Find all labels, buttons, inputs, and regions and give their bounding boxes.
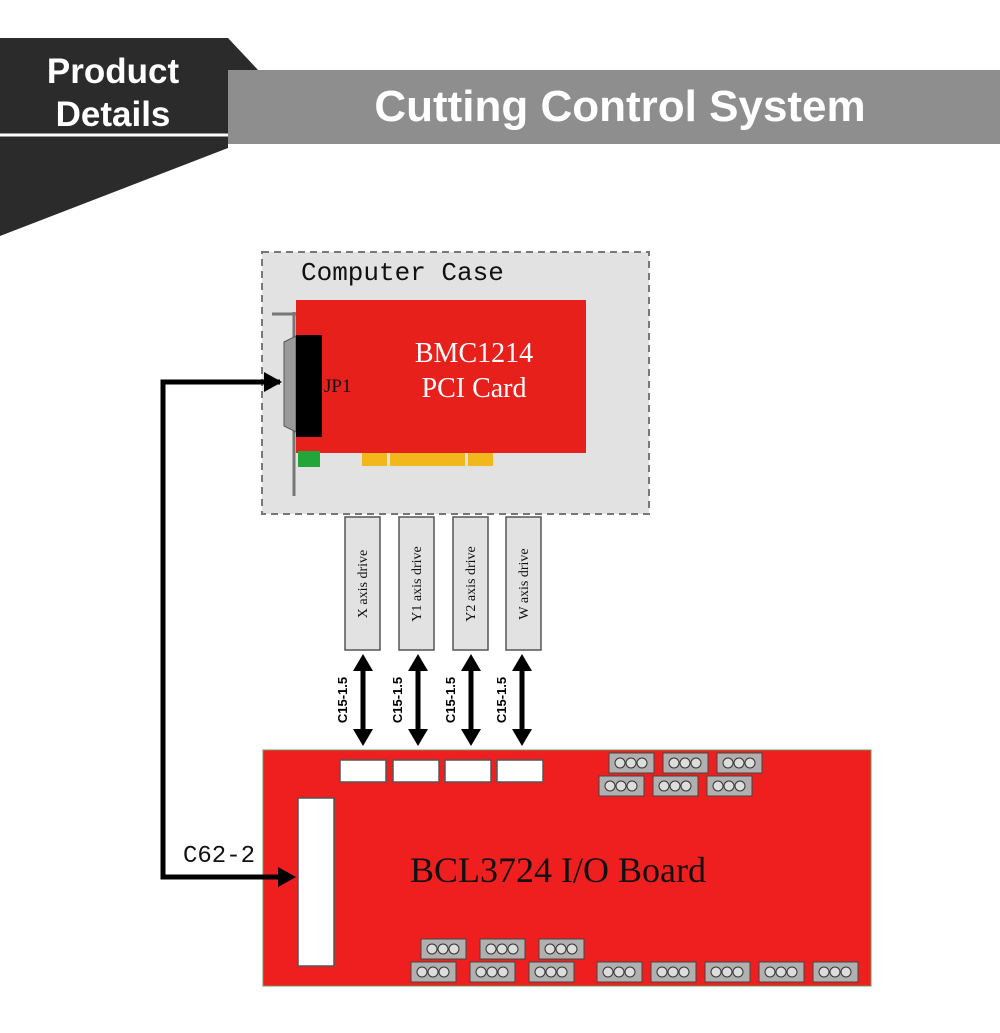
computer-case: Computer Case JP1 BMC1214 PCI Card	[261, 251, 650, 515]
cable-x: C15-1.5	[335, 654, 373, 746]
drive-socket	[392, 759, 440, 783]
terminal-block	[596, 961, 643, 983]
drive-label: W axis drive	[517, 548, 532, 619]
main-cable: C62-2	[160, 372, 296, 887]
title-banner	[228, 70, 1000, 144]
axis-drive-x: X axis drive	[344, 516, 381, 651]
arrow-right-icon	[278, 867, 296, 887]
cable-label: C15-1.5	[494, 677, 509, 723]
arrow-up-icon	[408, 654, 428, 671]
cable-label: C15-1.5	[390, 677, 405, 723]
arrow-down-icon	[512, 729, 532, 746]
header: Cutting Control System Product Details	[0, 38, 1000, 236]
db-connector-shell	[283, 335, 297, 433]
terminal-block	[662, 752, 709, 774]
drive-label: Y1 axis drive	[410, 546, 425, 621]
terminal-block	[650, 961, 697, 983]
terminal-block	[758, 961, 805, 983]
arrow-up-icon	[353, 654, 373, 671]
terminal-block	[608, 752, 655, 774]
cable-w: C15-1.5	[494, 654, 532, 746]
io-board-connector	[297, 797, 335, 967]
cable-label: C15-1.5	[443, 677, 458, 723]
edge-contacts	[468, 453, 493, 466]
pci-card-type: PCI Card	[422, 373, 527, 404]
badge-line-1: Product	[47, 52, 180, 91]
drive-socket	[339, 759, 387, 783]
drive-cables: C15-1.5 C15-1.5 C15-1.5 C15-1.5	[335, 654, 532, 746]
terminal-block	[410, 961, 457, 983]
drive-label: Y2 axis drive	[464, 546, 479, 621]
terminal-block	[704, 961, 751, 983]
pci-card-name: BMC1214	[415, 338, 533, 369]
drive-box	[344, 516, 381, 651]
cable-y2: C15-1.5	[443, 654, 481, 746]
arrow-up-icon	[461, 654, 481, 671]
drive-box	[505, 516, 542, 651]
terminal-block	[716, 752, 763, 774]
drive-box	[452, 516, 489, 651]
terminal-block	[469, 961, 516, 983]
pci-card	[296, 300, 586, 453]
terminal-block	[479, 938, 526, 960]
arrow-up-icon	[512, 654, 532, 671]
drive-label: X axis drive	[356, 550, 371, 618]
badge-background	[0, 38, 258, 236]
terminal-block	[598, 775, 645, 797]
io-board: BCL3724 I/O Board	[262, 749, 872, 987]
computer-case-label: Computer Case	[301, 258, 504, 288]
terminal-block	[812, 961, 859, 983]
drive-socket	[496, 759, 544, 783]
page-title: Cutting Control System	[374, 82, 865, 131]
drive-box	[398, 516, 435, 651]
arrow-down-icon	[461, 729, 481, 746]
terminal-block	[706, 775, 753, 797]
axis-drive-w: W axis drive	[505, 516, 542, 651]
terminal-blocks-top	[598, 752, 763, 797]
cable-label: C15-1.5	[335, 677, 350, 723]
arrow-down-icon	[408, 729, 428, 746]
axis-drives: X axis drive Y1 axis drive Y2 axis drive…	[344, 516, 542, 651]
io-board-label: BCL3724 I/O Board	[410, 850, 706, 890]
arrow-right-icon	[264, 372, 282, 392]
arrow-down-icon	[353, 729, 373, 746]
terminal-block	[652, 775, 699, 797]
green-indicator	[298, 451, 320, 467]
connector-label-jp1: JP1	[324, 376, 351, 397]
terminal-blocks-bottom	[410, 938, 859, 983]
terminal-block	[538, 938, 585, 960]
drive-socket	[444, 759, 492, 783]
main-cable-label: C62-2	[183, 843, 255, 870]
badge-line-2: Details	[56, 95, 171, 134]
terminal-block	[420, 938, 467, 960]
axis-drive-y2: Y2 axis drive	[452, 516, 489, 651]
edge-contacts	[390, 453, 465, 466]
axis-drive-y1: Y1 axis drive	[398, 516, 435, 651]
cable-y1: C15-1.5	[390, 654, 428, 746]
db-connector-jp1	[296, 335, 322, 437]
cable-path	[160, 379, 280, 880]
terminal-block	[528, 961, 575, 983]
edge-contacts	[362, 453, 387, 466]
